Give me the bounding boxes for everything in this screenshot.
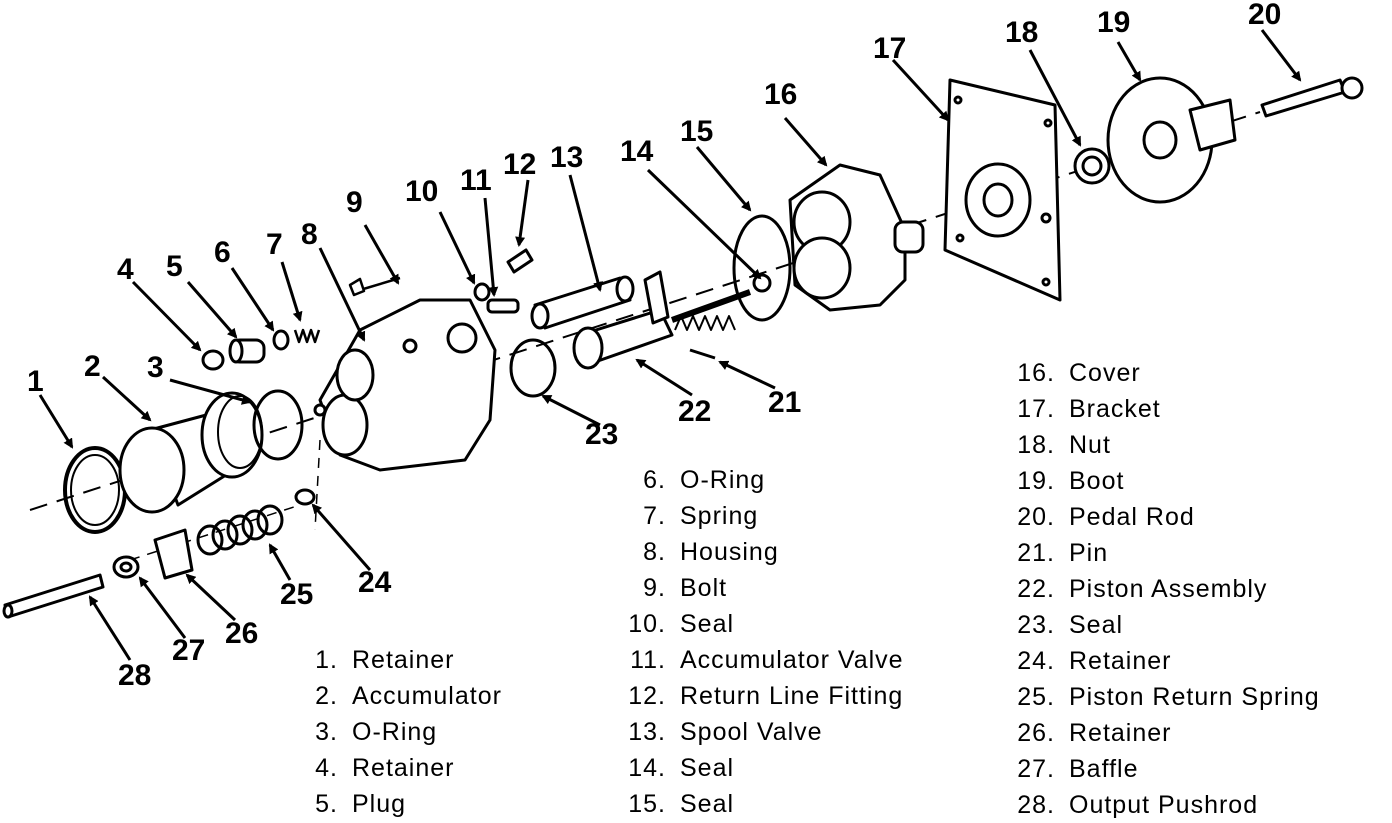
- callout-17: 17: [873, 32, 907, 65]
- callout-26: 26: [225, 617, 259, 650]
- callout-10: 10: [405, 175, 439, 208]
- legend-item: 26.Retainer: [1017, 719, 1172, 747]
- housing-8: [313, 298, 497, 472]
- callout-28: 28: [118, 659, 152, 692]
- callout-13: 13: [550, 141, 584, 174]
- bolt-9: [348, 276, 401, 297]
- parts-legend-col-1: 1.Retainer 2.Accumulator 3.O-Ring 4.Reta…: [300, 642, 502, 822]
- legend-item: 15.Seal: [628, 790, 735, 818]
- legend-item: 16.Cover: [1017, 359, 1141, 387]
- seal-10: [473, 282, 491, 302]
- legend-item: 1.Retainer: [315, 646, 455, 674]
- legend-item: 20.Pedal Rod: [1017, 503, 1195, 531]
- spool-valve-13: [530, 275, 635, 330]
- nut-18: [1073, 147, 1111, 185]
- legend-item: 27.Baffle: [1017, 755, 1139, 783]
- callout-20: 20: [1248, 0, 1282, 31]
- callout-12: 12: [503, 148, 537, 181]
- callout-11: 11: [460, 164, 492, 197]
- callout-9: 9: [346, 186, 363, 219]
- seal-23: [509, 338, 557, 398]
- callout-21: 21: [768, 386, 802, 419]
- legend-item: 14.Seal: [628, 754, 735, 782]
- callout-8: 8: [301, 218, 318, 251]
- plug-5: [228, 338, 266, 364]
- legend-item: 22.Piston Assembly: [1017, 575, 1268, 603]
- legend-item: 25.Piston Return Spring: [1017, 683, 1320, 711]
- legend-item: 19.Boot: [1017, 467, 1125, 495]
- legend-item: 3.O-Ring: [315, 718, 438, 746]
- legend-item: 24.Retainer: [1017, 647, 1172, 675]
- secondary-axis: [129, 439, 321, 561]
- return-line-fitting-12: [506, 248, 534, 274]
- leader-arrows: [38, 29, 1302, 661]
- legend-item: 17.Bracket: [1017, 395, 1161, 423]
- legend-item: 10.Seal: [628, 610, 735, 638]
- callout-1: 1: [27, 365, 44, 398]
- retainer-4: [201, 349, 225, 371]
- retainer-24: [294, 488, 316, 506]
- accumulator-2: [118, 391, 264, 514]
- output-pushrod-28: [2, 573, 105, 619]
- pin-21: [689, 348, 716, 360]
- callout-22: 22: [678, 395, 712, 428]
- callout-27: 27: [172, 634, 206, 667]
- legend-item: 21.Pin: [1017, 539, 1109, 567]
- seal-15: [732, 214, 792, 322]
- legend-item: 9.Bolt: [643, 574, 728, 602]
- o-ring-6: [272, 329, 290, 351]
- legend-item: 12.Return Line Fitting: [628, 682, 904, 710]
- boot-19: [1106, 76, 1237, 204]
- piston-assembly-22: [572, 270, 752, 370]
- baffle-27: [112, 555, 140, 579]
- parts-legend-col-3: 16.Cover 17.Bracket 18.Nut 19.Boot 20.Pe…: [1011, 355, 1320, 823]
- legend-item: 18.Nut: [1017, 431, 1111, 459]
- callout-15: 15: [680, 115, 714, 148]
- o-ring-3: [252, 389, 304, 461]
- legend-item: 2.Accumulator: [315, 682, 502, 710]
- legend-item: 6.O-Ring: [643, 466, 766, 494]
- parts-legend-col-2: 6.O-Ring 7.Spring 8.Housing 9.Bolt 10.Se…: [622, 462, 904, 822]
- callout-6: 6: [214, 236, 231, 269]
- callout-18: 18: [1005, 16, 1039, 49]
- callout-3: 3: [147, 351, 164, 384]
- callout-23: 23: [585, 418, 619, 451]
- legend-item: 7.Spring: [643, 502, 759, 530]
- cover-16: [788, 163, 925, 312]
- legend-item: 5.Plug: [315, 790, 407, 818]
- legend-item: 13.Spool Valve: [628, 718, 823, 746]
- callout-5: 5: [166, 250, 183, 283]
- legend-item: 4.Retainer: [315, 754, 455, 782]
- piston-return-spring-25: [196, 504, 284, 556]
- legend-item: 8.Housing: [643, 538, 779, 566]
- pedal-rod-20: [1260, 76, 1364, 118]
- callout-14: 14: [620, 135, 654, 168]
- accumulator-valve-11: [486, 298, 520, 314]
- legend-item: 28.Output Pushrod: [1017, 791, 1259, 819]
- seal-14: [752, 273, 772, 293]
- legend-item: 11.Accumulator Valve: [630, 646, 904, 674]
- bracket-17: [943, 78, 1062, 302]
- retainer-26: [153, 528, 194, 580]
- legend-item: 23.Seal: [1017, 611, 1124, 639]
- callout-16: 16: [764, 78, 798, 111]
- callout-24: 24: [358, 566, 392, 599]
- callout-7: 7: [266, 228, 283, 261]
- callout-2: 2: [84, 350, 101, 383]
- callout-4: 4: [117, 253, 134, 286]
- callout-25: 25: [280, 578, 314, 611]
- spring-7: [293, 328, 321, 344]
- callout-19: 19: [1097, 6, 1131, 39]
